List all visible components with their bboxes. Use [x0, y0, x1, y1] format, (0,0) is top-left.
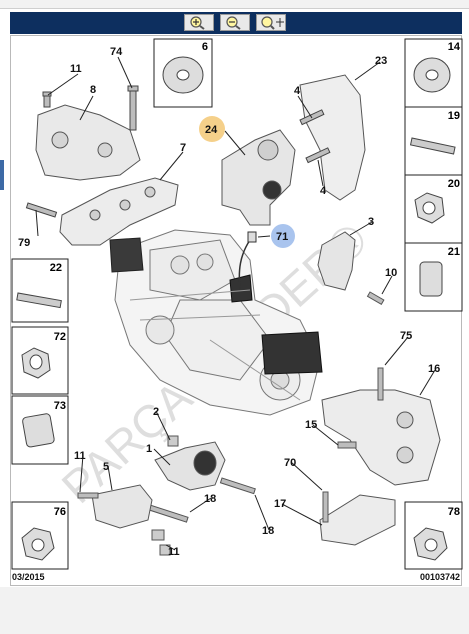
callout-23: 23: [375, 55, 387, 67]
callout-4-bottom: 4: [320, 185, 327, 197]
callout-8: 8: [90, 84, 96, 96]
callout-74: 74: [110, 46, 123, 58]
box-22: 22: [11, 258, 69, 323]
callout-15: 15: [305, 419, 317, 431]
box-72: 72: [11, 326, 69, 395]
browser-top-strip: [0, 0, 469, 9]
box-20-label: 20: [448, 178, 460, 190]
callout-1: 1: [146, 443, 152, 455]
mount-bracket-7: [59, 177, 179, 246]
callout-17: 17: [274, 498, 286, 510]
box-14-label: 14: [448, 41, 461, 53]
highlight-24: [199, 116, 225, 142]
mount-bracket-24: [221, 129, 296, 226]
highlight-71: [271, 224, 295, 248]
callout-11-left: 11: [74, 450, 86, 462]
callout-70: 70: [284, 457, 296, 469]
zoom-in-button[interactable]: [184, 14, 214, 31]
callout-11-bottom: 11: [168, 546, 180, 558]
zoom-fit-button[interactable]: [256, 14, 286, 31]
gearbox-mount-16: [321, 367, 441, 486]
callout-16: 16: [428, 363, 440, 375]
mount-bracket-8: [35, 104, 141, 181]
callout-11-top: 11: [70, 63, 82, 75]
box-21: 21: [404, 242, 463, 312]
zoom-fit-icon: [261, 16, 284, 30]
callout-3: 3: [368, 216, 374, 228]
callout-2: 2: [153, 406, 159, 418]
zoom-out-icon: [226, 16, 241, 30]
callout-7: 7: [180, 142, 186, 154]
callout-18-bottom: 18: [262, 525, 274, 537]
side-scroll-tab: [0, 160, 4, 190]
torque-rod-1: [147, 435, 256, 523]
box-72-label: 72: [54, 331, 66, 343]
bracket-3: [317, 231, 385, 306]
footer-doc-number: 00103742: [420, 572, 460, 582]
bolts-upper-left: [25, 85, 139, 218]
box-14: 14: [404, 38, 463, 108]
zoom-out-button[interactable]: [220, 14, 250, 31]
box-20: 20: [404, 174, 463, 244]
callout-71: 71: [276, 231, 288, 243]
callout-10: 10: [385, 267, 397, 279]
box-76-label: 76: [54, 506, 66, 518]
box-19-label: 19: [448, 110, 460, 122]
callout-24: 24: [205, 124, 218, 136]
box-21-label: 21: [448, 246, 460, 258]
box-78-label: 78: [448, 506, 460, 518]
footer-date: 03/2015: [12, 572, 45, 582]
box-22-label: 22: [50, 262, 62, 274]
box-19: 19: [404, 106, 463, 176]
callout-79: 79: [18, 237, 30, 249]
callout-5: 5: [103, 461, 109, 473]
box-73-label: 73: [54, 400, 66, 412]
box-78: 78: [404, 501, 463, 570]
box-6: 6: [153, 38, 213, 108]
box-73: 73: [11, 395, 69, 465]
box-6-label: 6: [202, 41, 208, 53]
zoom-in-icon: [190, 16, 205, 30]
viewer-bottom-area: [0, 587, 469, 634]
box-76: 76: [11, 501, 69, 570]
viewer-toolbar: [10, 12, 462, 34]
leader-lines: [35, 56, 436, 551]
callout-18-top: 18: [204, 493, 216, 505]
sensor-71: [238, 231, 257, 291]
callout-75: 75: [400, 330, 412, 342]
callouts: 11 74 8 7 79 24 4 4 23 3 10 71 75 16 15 …: [18, 46, 440, 558]
engine-illustration: [109, 229, 323, 416]
plate-17: [319, 491, 396, 546]
bracket-5: [77, 484, 171, 556]
callout-4-top: 4: [294, 85, 301, 97]
support-bracket-23: [299, 74, 366, 201]
